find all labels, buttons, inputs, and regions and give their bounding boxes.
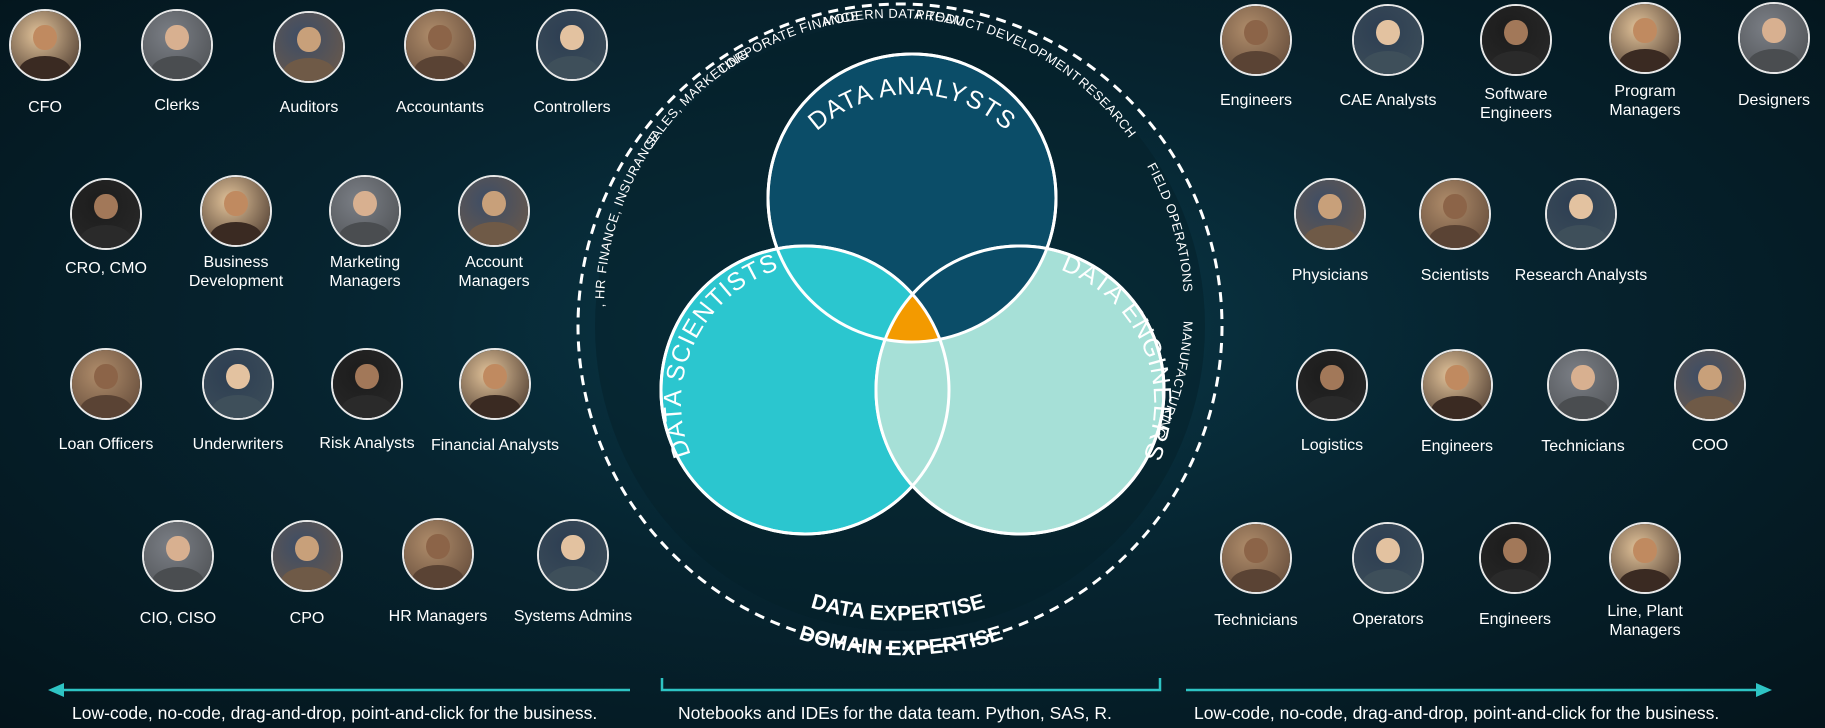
- person-label: Marketing Managers: [329, 254, 401, 290]
- person-avatar: [1738, 2, 1810, 74]
- person-label: Engineers: [1219, 92, 1293, 109]
- analysts-scientists-overlap: [768, 246, 949, 342]
- person-label: Controllers: [533, 99, 611, 116]
- person-avatar: [1220, 522, 1292, 594]
- person-avatar: [1547, 349, 1619, 421]
- person-label: CRO, CMO: [65, 260, 147, 277]
- person-label: Program Managers: [1609, 83, 1681, 119]
- person-avatar: [9, 9, 81, 81]
- person-avatar: [1296, 349, 1368, 421]
- person-label: Scientists: [1420, 267, 1490, 284]
- person-avatar: [1609, 2, 1681, 74]
- person-avatar: [200, 175, 272, 247]
- person-label: Designers: [1737, 92, 1811, 109]
- person-avatar: [202, 348, 274, 420]
- right-arrow: [1186, 683, 1772, 697]
- person-label: Engineers: [1420, 438, 1494, 455]
- person-avatar: [536, 9, 608, 81]
- person-avatar: [404, 9, 476, 81]
- person-label: Operators: [1352, 611, 1424, 628]
- ring-label-it-hr: IT, HR: [0, 0, 608, 307]
- person-avatar: [458, 175, 530, 247]
- person-avatar: [142, 520, 214, 592]
- left-arrow: [48, 683, 630, 697]
- person-avatar: [141, 9, 213, 81]
- person-label: Loan Officers: [58, 436, 154, 453]
- person-label: CAE Analysts: [1339, 92, 1437, 109]
- person-label: CPO: [289, 610, 325, 627]
- footer-left-text: Low-code, no-code, drag-and-drop, point-…: [72, 703, 598, 723]
- person-avatar: [537, 519, 609, 591]
- person-label: Account Managers: [458, 254, 530, 290]
- person-label: Technicians: [1541, 438, 1625, 455]
- person-label: Auditors: [279, 99, 339, 116]
- person-label: COO: [1691, 437, 1729, 454]
- person-avatar: [1220, 4, 1292, 76]
- person-avatar: [459, 348, 531, 420]
- person-avatar: [271, 520, 343, 592]
- footer-right-text: Low-code, no-code, drag-and-drop, point-…: [1194, 703, 1720, 723]
- person-avatar: [70, 178, 142, 250]
- person-label: CIO, CISO: [139, 610, 217, 627]
- person-label: Software Engineers: [1479, 86, 1553, 122]
- person-label: Research Analysts: [1514, 267, 1648, 284]
- modern-data-team-ring: [576, 2, 1224, 650]
- person-avatar: [331, 348, 403, 420]
- person-avatar: [1480, 4, 1552, 76]
- person-label: HR Managers: [388, 608, 488, 625]
- person-avatar: [1421, 349, 1493, 421]
- person-avatar: [1479, 522, 1551, 594]
- footer-center-text: Notebooks and IDEs for the data team. Py…: [678, 703, 1112, 723]
- center-bracket: [660, 678, 1162, 692]
- person-label: CFO: [28, 99, 62, 116]
- person-label: Technicians: [1214, 612, 1298, 629]
- person-label: Engineers: [1478, 611, 1552, 628]
- person-label: Systems Admins: [513, 608, 633, 625]
- person-avatar: [402, 518, 474, 590]
- person-avatar: [1352, 522, 1424, 594]
- analysts-engineers-overlap: [876, 246, 1056, 342]
- person-label: Physicians: [1291, 267, 1369, 284]
- person-label: Accountants: [395, 99, 485, 116]
- person-avatar: [70, 348, 142, 420]
- person-avatar: [1545, 178, 1617, 250]
- person-label: Line, Plant Managers: [1607, 603, 1683, 639]
- svg-text:IT, HR: IT, HR: [0, 0, 608, 307]
- person-label: Business Development: [188, 254, 284, 290]
- person-avatar: [1419, 178, 1491, 250]
- person-avatar: [1609, 522, 1681, 594]
- person-label: Underwriters: [192, 436, 284, 453]
- person-avatar: [1674, 349, 1746, 421]
- person-label: Financial Analysts: [430, 437, 560, 454]
- person-avatar: [329, 175, 401, 247]
- person-avatar: [1294, 178, 1366, 250]
- person-label: Clerks: [154, 97, 200, 114]
- person-label: Logistics: [1300, 437, 1364, 454]
- person-label: Risk Analysts: [319, 435, 415, 452]
- person-avatar: [273, 11, 345, 83]
- person-avatar: [1352, 4, 1424, 76]
